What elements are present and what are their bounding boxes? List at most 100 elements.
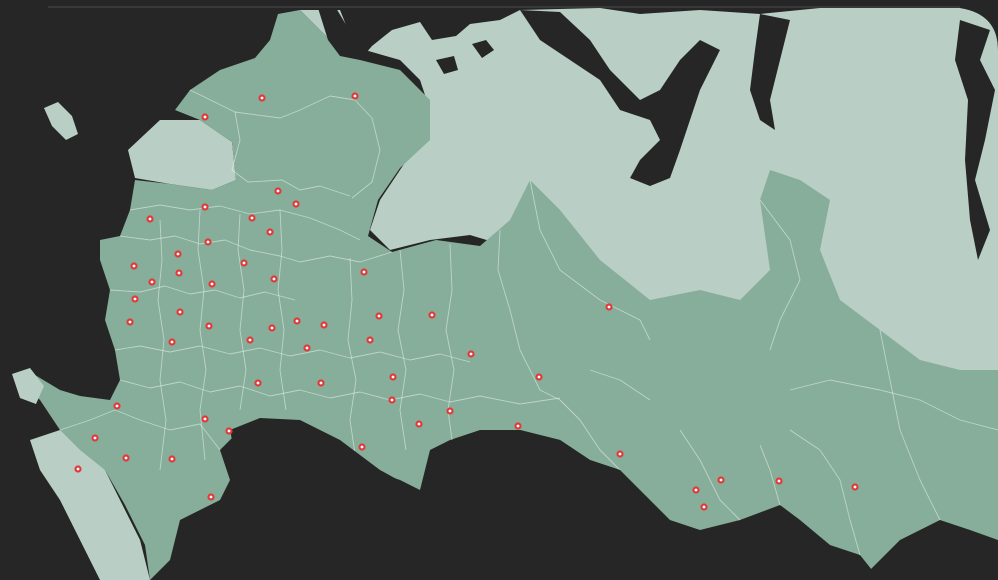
settlement-marker[interactable] [274,187,282,195]
settlement-marker[interactable] [168,455,176,463]
settlement-marker[interactable] [320,321,328,329]
settlement-marker-core [295,319,299,323]
land-highlight-main [20,10,998,580]
settlement-marker[interactable] [201,203,209,211]
settlement-marker[interactable] [74,465,82,473]
settlement-marker-core [516,424,520,428]
settlement-marker[interactable] [605,303,613,311]
settlement-marker-core [124,456,128,460]
settlement-marker[interactable] [248,214,256,222]
settlement-marker-core [207,324,211,328]
settlement-marker[interactable] [258,94,266,102]
land-muted-southwest [30,430,150,580]
settlement-marker[interactable] [415,420,423,428]
settlement-marker[interactable] [175,269,183,277]
settlement-marker[interactable] [358,443,366,451]
settlement-marker[interactable] [146,215,154,223]
settlement-marker-core [537,375,541,379]
settlement-marker-core [618,452,622,456]
settlement-marker[interactable] [122,454,130,462]
settlement-marker[interactable] [514,422,522,430]
settlement-marker[interactable] [201,113,209,121]
settlement-marker-core [242,261,246,265]
settlement-marker[interactable] [270,275,278,283]
settlement-marker-core [176,252,180,256]
settlement-marker[interactable] [446,407,454,415]
settlement-marker[interactable] [131,295,139,303]
settlement-marker-core [777,479,781,483]
settlement-marker[interactable] [428,311,436,319]
settlement-marker-core [248,338,252,342]
settlement-marker[interactable] [303,344,311,352]
settlement-marker-core [210,282,214,286]
settlement-marker[interactable] [201,415,209,423]
settlement-marker[interactable] [375,312,383,320]
caspian-water [860,520,998,580]
settlement-marker[interactable] [775,477,783,485]
settlement-marker[interactable] [126,318,134,326]
settlement-marker[interactable] [130,262,138,270]
settlement-marker-core [206,240,210,244]
region-borders [59,89,998,561]
settlement-marker[interactable] [225,427,233,435]
settlement-marker[interactable] [293,317,301,325]
settlement-marker[interactable] [317,379,325,387]
settlement-marker-core [256,381,260,385]
settlement-marker[interactable] [535,373,543,381]
settlement-marker[interactable] [254,379,262,387]
settlement-marker[interactable] [266,228,274,236]
settlement-marker[interactable] [292,200,300,208]
settlement-marker[interactable] [692,486,700,494]
settlement-marker-core [178,310,182,314]
settlement-marker[interactable] [240,259,248,267]
south-sea-water [190,418,740,580]
settlement-marker[interactable] [366,336,374,344]
northern-gulf-right [750,14,790,130]
settlement-marker[interactable] [205,322,213,330]
settlement-marker[interactable] [148,278,156,286]
settlement-markers [74,92,859,511]
settlement-marker-core [170,340,174,344]
lake-north-2 [436,56,458,74]
settlement-marker[interactable] [389,373,397,381]
settlement-marker-core [694,488,698,492]
settlement-marker[interactable] [360,268,368,276]
settlement-marker[interactable] [246,336,254,344]
settlement-marker-core [305,346,309,350]
settlement-marker-core [322,323,326,327]
settlement-marker-core [76,467,80,471]
settlement-marker-core [203,205,207,209]
settlement-marker[interactable] [851,483,859,491]
eastern-inlet [955,20,995,260]
settlement-marker-core [362,270,366,274]
settlement-marker[interactable] [208,280,216,288]
settlement-marker[interactable] [268,324,276,332]
settlement-marker-core [177,271,181,275]
settlement-marker[interactable] [204,238,212,246]
settlement-marker[interactable] [388,396,396,404]
settlement-marker[interactable] [168,338,176,346]
settlement-marker-core [250,216,254,220]
settlement-marker-core [417,422,421,426]
settlement-marker[interactable] [616,450,624,458]
island-northwest [44,102,78,140]
settlement-marker[interactable] [174,250,182,258]
settlement-marker[interactable] [700,503,708,511]
settlement-marker-core [93,436,97,440]
settlement-marker-core [353,94,357,98]
settlement-marker-core [294,202,298,206]
settlement-marker[interactable] [113,402,121,410]
settlement-marker-core [268,230,272,234]
settlement-marker[interactable] [207,493,215,501]
settlement-marker[interactable] [467,350,475,358]
settlement-marker-core [203,115,207,119]
settlement-marker[interactable] [91,434,99,442]
settlement-marker-core [430,313,434,317]
settlement-marker-core [368,338,372,342]
settlement-marker[interactable] [351,92,359,100]
settlement-marker[interactable] [717,476,725,484]
settlement-marker-core [270,326,274,330]
settlement-marker[interactable] [176,308,184,316]
